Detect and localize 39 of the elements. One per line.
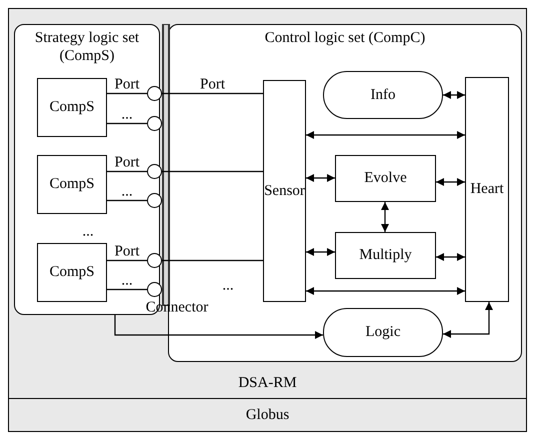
component-box: CompS <box>37 155 107 214</box>
panel-title: DSA-RM <box>237 374 298 392</box>
arrow <box>306 131 465 139</box>
rounded-box: Info <box>323 71 443 119</box>
ellipsis-note: ... <box>222 278 234 294</box>
connector-line <box>162 170 263 172</box>
rounded-box: Logic <box>323 308 443 357</box>
group-title: Strategy logic set (CompS) <box>34 29 140 65</box>
arrow <box>381 202 389 232</box>
connector-line <box>107 92 147 94</box>
group-title: Control logic set (CompC) <box>264 29 426 47</box>
process-box: Evolve <box>335 155 436 202</box>
edge-label: Port <box>199 77 226 92</box>
process-bar: Sensor <box>263 80 306 302</box>
framework-panel <box>8 8 527 399</box>
ellipsis-note: ... <box>82 224 94 240</box>
connector-line <box>162 260 263 262</box>
arrow <box>114 315 323 339</box>
connector-line <box>107 122 147 124</box>
edge-label: Port <box>114 155 140 170</box>
arrow <box>306 248 335 256</box>
connector-line <box>107 288 147 290</box>
connector-line <box>107 170 147 172</box>
edge-label: Port <box>114 77 140 92</box>
arrow <box>436 178 465 186</box>
arrow <box>306 287 465 295</box>
connector-line <box>107 200 147 202</box>
connector-line <box>162 92 263 94</box>
component-box: CompS <box>37 243 107 302</box>
arrow <box>443 302 493 338</box>
process-bar: Heart <box>465 77 509 302</box>
arrow <box>436 253 465 261</box>
connector-line <box>107 260 147 262</box>
component-box: CompS <box>37 78 107 137</box>
arrow <box>306 174 335 182</box>
arrow <box>443 91 465 99</box>
process-box: Multiply <box>335 232 436 279</box>
edge-label: Port <box>114 244 140 259</box>
platform-band: Globus <box>8 398 527 432</box>
